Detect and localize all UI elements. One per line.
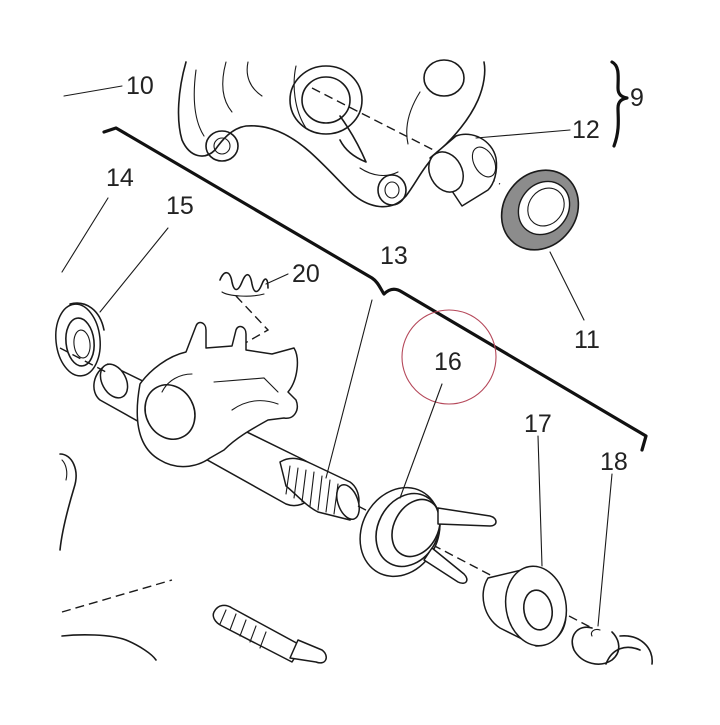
bush-part-12 xyxy=(428,133,498,207)
axis-line-left xyxy=(59,347,107,373)
oil-seal-part-11 xyxy=(500,169,580,251)
group-brace-9 xyxy=(610,60,629,148)
callout-18: 18 xyxy=(600,448,628,476)
callout-17: 17 xyxy=(524,410,552,438)
casing-fragment-left xyxy=(59,453,173,661)
assembly-bracket-13 xyxy=(102,126,648,452)
bolt-bottom xyxy=(212,604,327,664)
callout-20: 20 xyxy=(292,260,320,288)
leader-lines xyxy=(61,85,613,627)
cup-part-15 xyxy=(55,302,105,377)
highlight-circle-16 xyxy=(401,309,497,405)
callout-11: 11 xyxy=(574,326,600,354)
callout-labels: 10 12 9 14 15 13 20 11 16 17 18 xyxy=(106,72,644,476)
bush-part-17 xyxy=(482,565,568,647)
callout-16: 16 xyxy=(434,348,462,376)
callout-15: 15 xyxy=(166,192,194,220)
selector-shaft-part-13 xyxy=(93,321,360,521)
callout-10: 10 xyxy=(126,72,154,100)
callout-14: 14 xyxy=(106,164,134,192)
callout-12: 12 xyxy=(572,116,600,144)
housing-casting xyxy=(177,59,486,208)
washer-bottom-right xyxy=(605,635,653,665)
callout-13: 13 xyxy=(380,242,408,270)
return-spring-part-16 xyxy=(359,486,497,585)
circlip-part-18 xyxy=(571,626,620,665)
callout-9: 9 xyxy=(630,84,644,112)
